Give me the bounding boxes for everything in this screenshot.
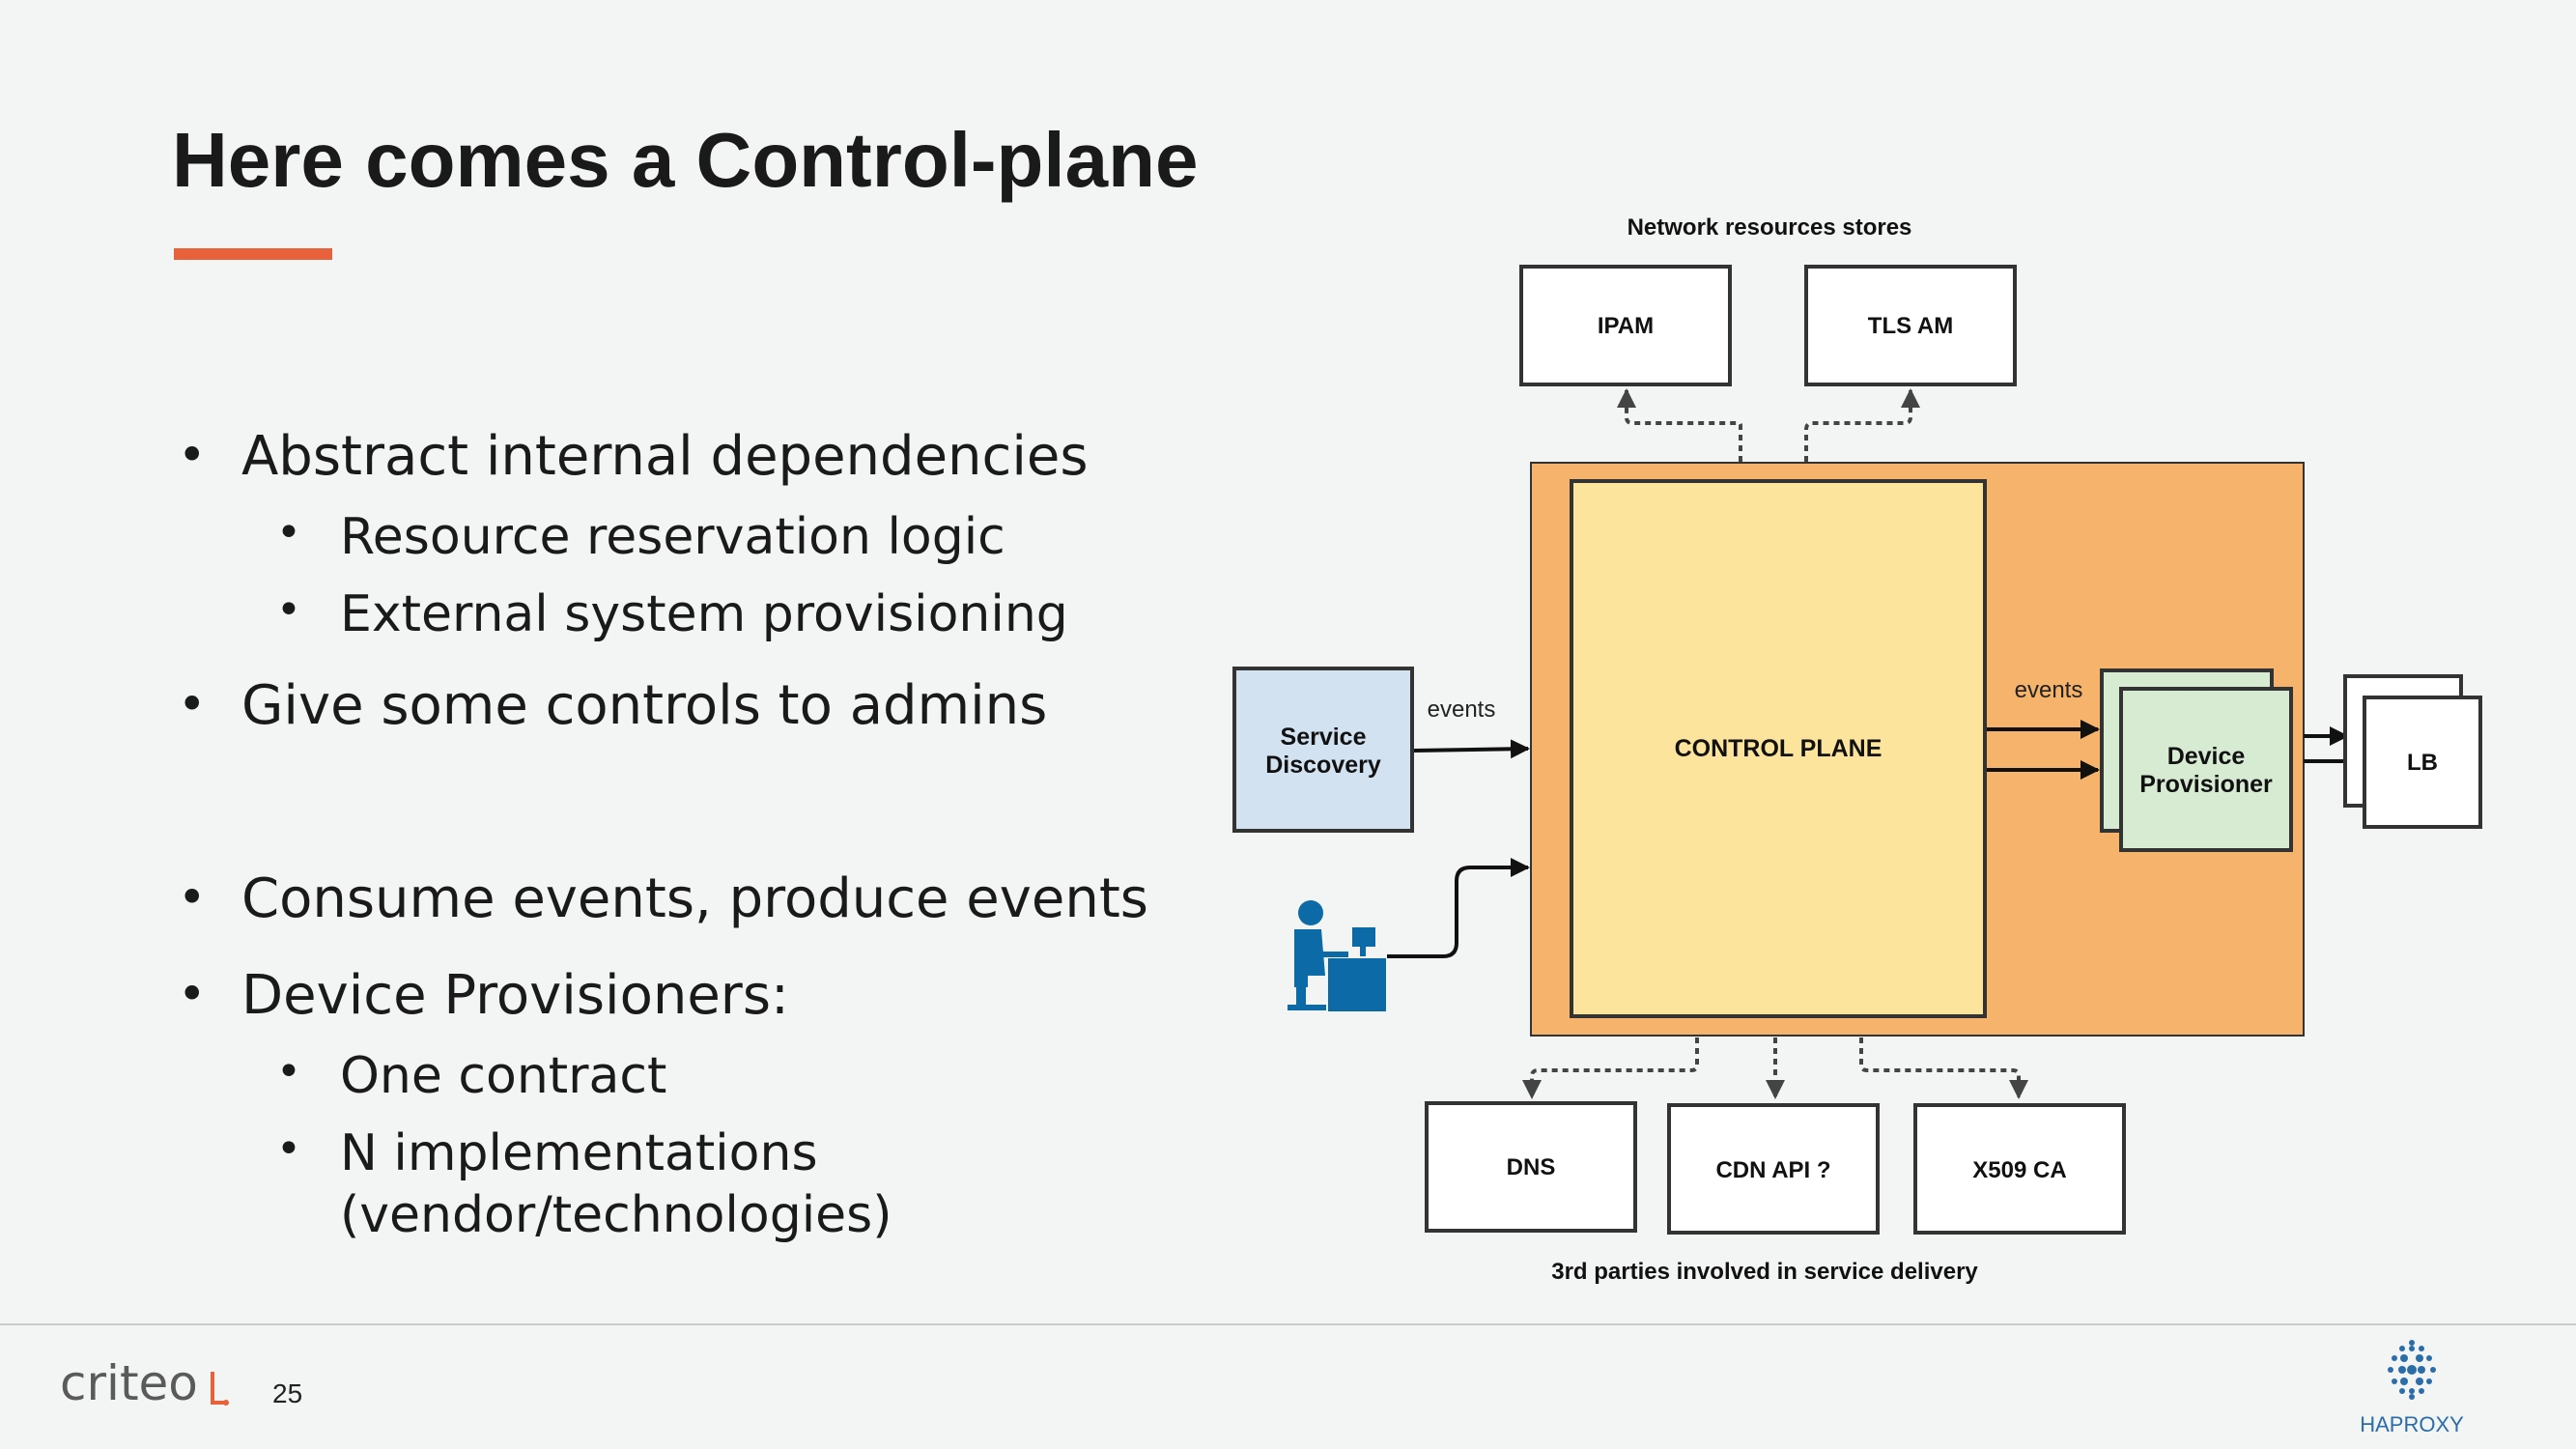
bullet-item: Consume events, produce events <box>241 867 1148 930</box>
bullet-dot: • <box>178 869 207 925</box>
edge-admin-to-cp <box>1387 858 1530 958</box>
device-provisioner-label-1: Device <box>2167 743 2246 770</box>
x509-ca-label: X509 CA <box>1972 1157 2066 1183</box>
criteo-logo-text: criteo <box>60 1355 198 1411</box>
haproxy-logo-text: HAPROXY <box>2360 1412 2464 1436</box>
ipam-node: IPAM <box>1519 265 1732 386</box>
device-provisioner-node: Device Provisioner <box>2100 668 2293 852</box>
bullet-list: • Abstract internal dependencies • Resou… <box>0 0 1217 1304</box>
bullet-item: Resource reservation logic <box>340 508 1005 566</box>
edge-sd-to-cp <box>1413 739 1530 759</box>
slide-title: Here comes a Control-plane <box>172 117 1199 203</box>
dns-node: DNS <box>1425 1101 1637 1233</box>
events-out-label: events <box>2015 677 2083 703</box>
bullet-dot: • <box>178 676 207 732</box>
bullet-dot: • <box>276 1047 301 1096</box>
bullet-dot: • <box>178 427 207 483</box>
title-underline <box>174 248 332 260</box>
admin-icon <box>1288 900 1386 1011</box>
bullet-item-continuation: (vendor/technologies) <box>340 1186 892 1244</box>
bullet-item: One contract <box>340 1047 667 1105</box>
control-plane-label: CONTROL PLANE <box>1675 735 1882 762</box>
x509-ca-node: X509 CA <box>1913 1103 2126 1235</box>
tls-am-node: TLS AM <box>1804 265 2017 386</box>
page-number: 25 <box>272 1378 303 1408</box>
haproxy-logo: HAPROXY <box>2360 1340 2464 1436</box>
edge-cp-to-ipam <box>1617 388 1742 462</box>
bullet-item: Device Provisioners: <box>241 964 789 1027</box>
dns-label: DNS <box>1507 1154 1556 1180</box>
footer-divider <box>0 1323 2576 1325</box>
cdn-api-label: CDN API ? <box>1715 1157 1830 1183</box>
bullet-dot: • <box>178 966 207 1022</box>
tls-am-label: TLS AM <box>1868 313 1953 339</box>
control-plane-node: CONTROL PLANE <box>1570 479 1987 1018</box>
edge-cp-to-dns <box>1522 1037 1699 1099</box>
events-in-label: events <box>1428 696 1496 723</box>
ipam-label: IPAM <box>1598 313 1654 339</box>
criteo-logo: criteo <box>60 1355 229 1411</box>
bullet-item: Abstract internal dependencies <box>241 425 1089 488</box>
bullet-item: N implementations <box>340 1124 818 1182</box>
bullet-item: Give some controls to admins <box>241 674 1048 737</box>
bullet-item: External system provisioning <box>340 585 1068 643</box>
edge-cp-to-tls <box>1804 388 1920 462</box>
bullet-dot: • <box>276 585 301 635</box>
lb-label: LB <box>2407 750 2438 776</box>
service-discovery-label-1: Service <box>1281 724 1367 751</box>
service-discovery-node: Service Discovery <box>1232 667 1414 833</box>
service-discovery-label-2: Discovery <box>1265 752 1381 779</box>
bullet-dot: • <box>276 1124 301 1174</box>
bottom-caption: 3rd parties involved in service delivery <box>1551 1259 1978 1285</box>
top-caption: Network resources stores <box>1628 214 1912 241</box>
device-provisioner-label-2: Provisioner <box>2139 771 2273 798</box>
cdn-api-node: CDN API ? <box>1667 1103 1880 1235</box>
bullet-dot: • <box>276 508 301 557</box>
control-plane-diagram: Network resources stores IPAM TLS AM CON… <box>1232 214 2482 1285</box>
edge-cp-to-x509 <box>1859 1037 2028 1099</box>
lb-node: LB <box>2343 674 2482 829</box>
